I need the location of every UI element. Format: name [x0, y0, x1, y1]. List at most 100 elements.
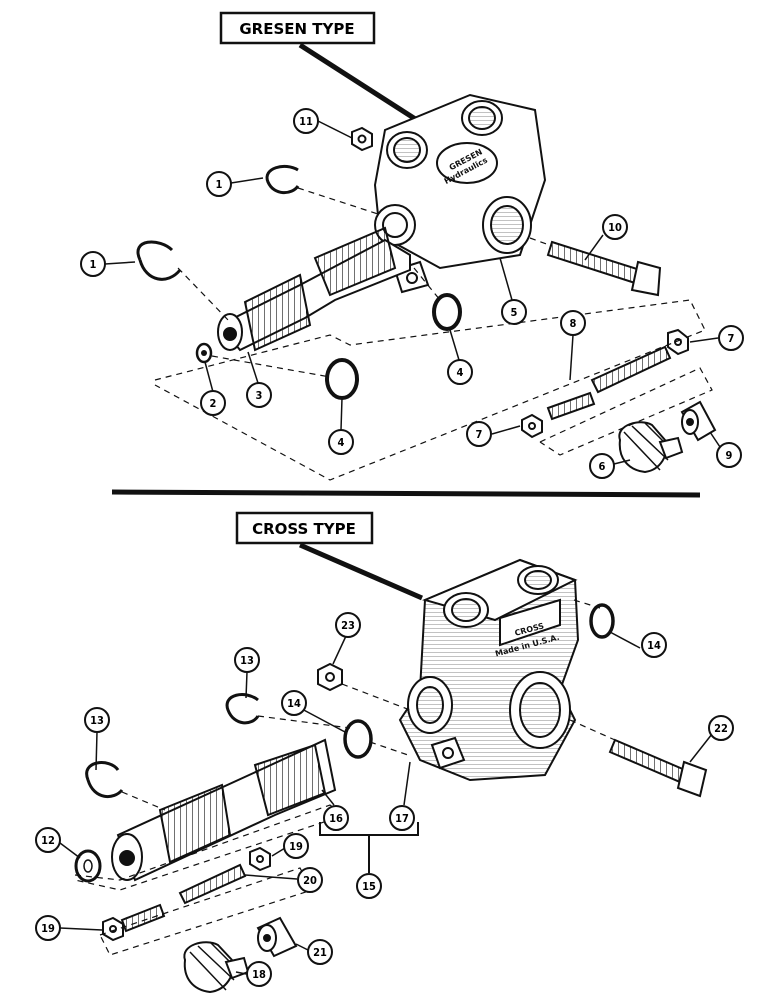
svg-text:4: 4: [457, 366, 464, 379]
cross-sleeve: [256, 916, 298, 958]
cross-callout-16: 16: [323, 805, 349, 831]
cross-section: CROSS TYPE CROSS Made in U.S.A.: [35, 511, 734, 994]
cross-bolt: [608, 738, 708, 798]
section-divider: [111, 489, 701, 498]
gresen-callout-1b: 1: [80, 251, 106, 277]
gresen-jam-nut-lower: [521, 413, 543, 439]
cross-callout-19a: 19: [283, 833, 309, 859]
cross-callout-14b: 14: [641, 632, 667, 658]
svg-text:1: 1: [216, 178, 223, 191]
gresen-callout-5: 5: [501, 299, 527, 325]
svg-text:19: 19: [289, 840, 303, 853]
gresen-valve-body: GRESEN Hydraulics: [373, 93, 547, 294]
cross-o-ring-right: [589, 603, 615, 639]
svg-text:1: 1: [90, 258, 97, 271]
svg-text:11: 11: [299, 115, 313, 128]
svg-text:3: 3: [256, 389, 263, 402]
cross-type-label: CROSS TYPE: [235, 511, 374, 545]
svg-text:14: 14: [287, 697, 301, 710]
gresen-spool: [217, 226, 411, 352]
gresen-callout-1a: 1: [206, 171, 232, 197]
svg-text:13: 13: [240, 654, 254, 667]
gresen-callout-6: 6: [589, 453, 615, 479]
gresen-stop-stud: [546, 391, 596, 421]
gresen-section: GRESEN TYPE GRESEN Hydraulics: [80, 11, 744, 481]
cross-leader-line: [299, 542, 423, 601]
cross-adjusting-knob: [183, 941, 250, 994]
cross-callout-18: 18: [246, 961, 272, 987]
gresen-callout-10: 10: [602, 214, 628, 240]
svg-text:19: 19: [41, 922, 55, 935]
cross-snap-ring-lower: [85, 761, 124, 799]
gresen-jam-nut-upper: [667, 328, 689, 356]
gresen-stop-rod: [590, 345, 672, 394]
cross-callout-13a: 13: [234, 647, 260, 673]
cross-callout-14a: 14: [281, 690, 307, 716]
gresen-sleeve: [680, 400, 717, 442]
svg-text:17: 17: [395, 812, 409, 825]
cross-spool: [111, 738, 337, 882]
gresen-callout-4b: 4: [328, 429, 354, 455]
cross-o-ring-left: [343, 719, 373, 759]
cross-stop-rod: [178, 863, 247, 905]
cross-snap-ring-upper: [225, 693, 260, 725]
cross-type-title: CROSS TYPE: [252, 520, 356, 538]
gresen-snap-ring-lower: [136, 240, 182, 281]
cross-callout-23: 23: [335, 612, 361, 638]
gresen-callout-8: 8: [560, 310, 586, 336]
cross-callout-leaders: [59, 631, 713, 975]
gresen-nameplate: [436, 142, 498, 184]
svg-text:6: 6: [599, 460, 606, 473]
gresen-adjusting-knob: [618, 421, 684, 474]
svg-text:7: 7: [476, 428, 483, 441]
cross-bracket-15: [319, 822, 419, 873]
gresen-callout-2: 2: [200, 390, 226, 416]
cross-callout-12: 12: [35, 827, 61, 853]
svg-text:16: 16: [329, 812, 343, 825]
svg-text:13: 13: [90, 714, 104, 727]
cross-valve-body: CROSS Made in U.S.A.: [398, 558, 580, 782]
cross-jam-nut-lower: [102, 916, 124, 942]
gresen-nut: [351, 126, 373, 152]
cross-callout-19b: 19: [35, 915, 61, 941]
gresen-bolt: [546, 240, 662, 297]
gresen-callout-9: 9: [716, 442, 742, 468]
cross-callout-21: 21: [307, 939, 333, 965]
gresen-type-title: GRESEN TYPE: [239, 20, 354, 38]
svg-text:21: 21: [313, 946, 327, 959]
svg-text:18: 18: [252, 968, 266, 981]
cross-callout-15: 15: [356, 873, 382, 899]
svg-text:23: 23: [341, 619, 355, 632]
svg-text:7: 7: [728, 332, 735, 345]
gresen-leader-line: [298, 42, 422, 125]
gresen-dashed-guides: [154, 187, 713, 481]
svg-text:2: 2: [210, 397, 217, 410]
svg-text:20: 20: [303, 874, 317, 887]
gresen-callout-3: 3: [246, 382, 272, 408]
gresen-type-label: GRESEN TYPE: [219, 11, 376, 45]
svg-text:5: 5: [511, 306, 518, 319]
cross-jam-nut-upper: [249, 846, 271, 872]
gresen-callout-11: 11: [293, 108, 319, 134]
cross-stop-stud: [120, 903, 166, 933]
cross-callout-22: 22: [708, 715, 734, 741]
svg-text:10: 10: [608, 221, 622, 234]
gresen-o-ring-small: [432, 293, 462, 331]
svg-text:8: 8: [570, 317, 577, 330]
cross-callout-20: 20: [297, 867, 323, 893]
svg-text:12: 12: [41, 834, 55, 847]
gresen-o-ring-large: [325, 358, 359, 400]
gresen-snap-ring-upper: [265, 165, 300, 195]
cross-callout-17: 17: [389, 805, 415, 831]
svg-text:9: 9: [726, 449, 733, 462]
gresen-callout-4a: 4: [447, 359, 473, 385]
svg-text:4: 4: [338, 436, 345, 449]
gresen-callout-7a: 7: [718, 325, 744, 351]
svg-text:15: 15: [362, 880, 376, 893]
cross-nut: [317, 662, 343, 692]
gresen-callouts: [104, 120, 723, 465]
cross-callout-13b: 13: [84, 707, 110, 733]
gresen-callout-7b: 7: [466, 421, 492, 447]
svg-text:22: 22: [714, 722, 728, 735]
